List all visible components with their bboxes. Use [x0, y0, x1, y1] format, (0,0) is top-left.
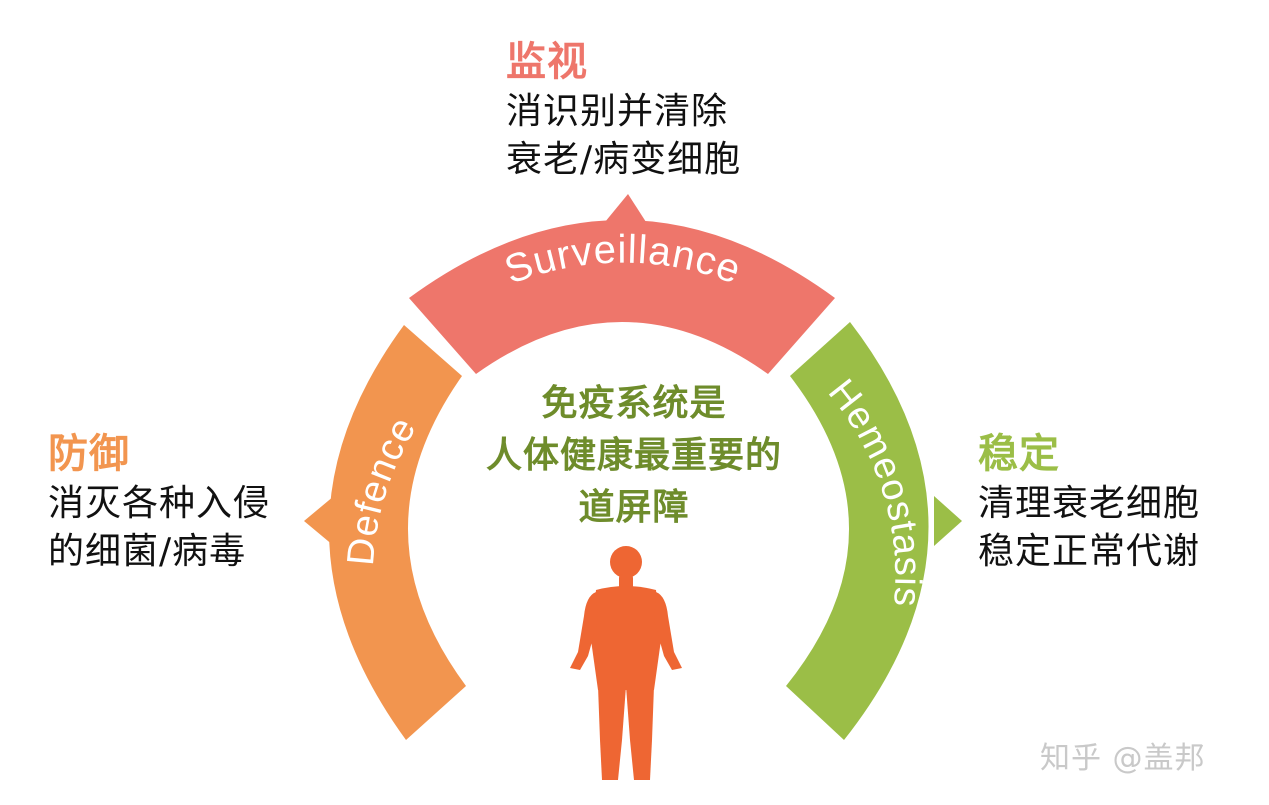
hemeostasis-line-1: 清理衰老细胞 — [978, 483, 1201, 524]
defence-pointer — [304, 496, 334, 546]
surveillance-arc — [409, 220, 835, 374]
surveillance-line-2: 衰老/病变细胞 — [506, 139, 742, 180]
defence-line-2: 的细菌/病毒 — [48, 531, 247, 572]
center-line-1: 免疫系统是 — [541, 383, 727, 424]
center-line-3: 道屏障 — [578, 487, 690, 528]
surveillance-line-1: 消识别并清除 — [506, 91, 729, 132]
defence-heading: 防御 — [48, 431, 130, 477]
defence-arc — [328, 325, 466, 740]
center-line-2: 人体健康最重要的 — [485, 435, 782, 476]
hemeostasis-heading: 稳定 — [978, 431, 1060, 477]
hemeostasis-arc — [786, 322, 929, 740]
surveillance-pointer — [605, 194, 646, 222]
human-body-icon — [570, 546, 682, 780]
watermark: 知乎 @盖邦 — [1040, 741, 1206, 776]
hemeostasis-pointer — [934, 496, 962, 546]
defence-line-1: 消灭各种入侵 — [48, 483, 271, 524]
surveillance-heading: 监视 — [506, 39, 588, 85]
hemeostasis-line-2: 稳定正常代谢 — [978, 531, 1201, 572]
